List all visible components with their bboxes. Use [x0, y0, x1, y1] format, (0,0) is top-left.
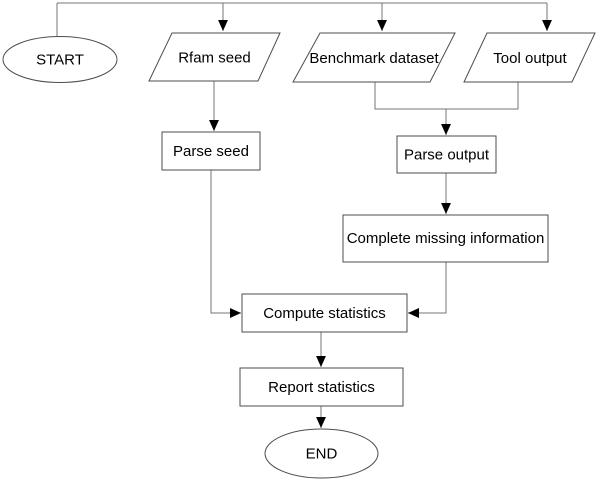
- node-benchmark-dataset-parallelogram: [292, 32, 456, 83]
- edge-merge-rail: [374, 82, 519, 110]
- node-complete-missing-rect: [342, 214, 549, 263]
- node-start-terminator: [2, 36, 118, 83]
- node-start-label: START: [36, 52, 84, 69]
- node-rfam-seed-label: Rfam seed: [178, 50, 251, 67]
- node-report-statistics-rect: [239, 367, 404, 407]
- node-compute-statistics-label: Compute statistics: [263, 305, 386, 322]
- node-end-label: END: [306, 446, 338, 463]
- edge-complete-missing-to-compute-statistics: [408, 262, 447, 318]
- node-complete-missing-label: Complete missing information: [347, 230, 545, 247]
- node-benchmark-dataset-label: Benchmark dataset: [309, 50, 439, 67]
- node-parse-seed-rect: [161, 131, 261, 171]
- node-parse-output-label: Parse output: [404, 147, 490, 164]
- node-compute-statistics-rect: [241, 293, 408, 333]
- node-parse-seed-label: Parse seed: [173, 143, 249, 160]
- node-tool-output-label: Tool output: [493, 50, 567, 67]
- node-parse-output-rect: [396, 135, 497, 174]
- node-tool-output-parallelogram: [463, 32, 596, 83]
- node-rfam-seed-parallelogram: [148, 32, 281, 82]
- edge-parse-seed-to-compute-statistics: [210, 170, 241, 318]
- node-end-terminator: [264, 428, 379, 479]
- node-report-statistics-label: Report statistics: [268, 379, 375, 396]
